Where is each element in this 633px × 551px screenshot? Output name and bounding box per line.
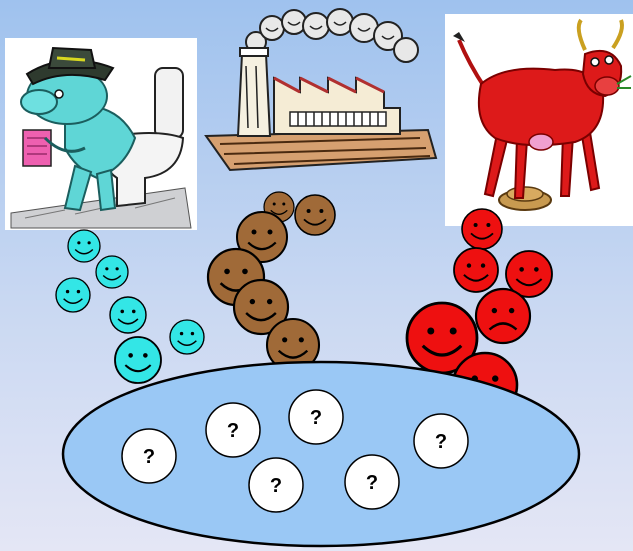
cow-picture [445,14,633,226]
question-bubble: ? [288,389,344,445]
factory-picture [200,8,440,178]
smoking-factory-icon [204,8,438,172]
question-mark: ? [435,431,447,453]
question-mark: ? [143,446,155,468]
question-bubble: ? [344,454,400,510]
red-cow-icon [453,18,632,211]
cyan-smiley-face [56,278,90,312]
question-bubble: ? [121,428,177,484]
lake [61,360,581,548]
red-smiley-face [454,248,498,292]
red-smiley-face [462,209,502,249]
question-bubble: ? [248,457,304,513]
cyan-smiley-face [68,230,100,262]
cyan-smiley-face [115,337,161,383]
cyan-smiley-group [56,230,204,383]
brown-smiley-group [208,192,335,371]
cyan-smiley-face [110,297,146,333]
question-bubble-group: ? ? ? ? ? ? [121,389,469,513]
cyan-smiley-face [170,320,204,354]
question-mark: ? [310,407,322,429]
question-mark: ? [270,475,282,497]
person-on-toilet-picture [5,38,197,230]
question-mark: ? [227,420,239,442]
question-mark: ? [366,472,378,494]
brown-smiley-face [295,195,335,235]
person-on-toilet-icon [10,46,192,229]
question-bubble: ? [205,402,261,458]
question-bubble: ? [413,413,469,469]
red-frown-face [476,289,530,343]
cyan-smiley-face [96,256,128,288]
